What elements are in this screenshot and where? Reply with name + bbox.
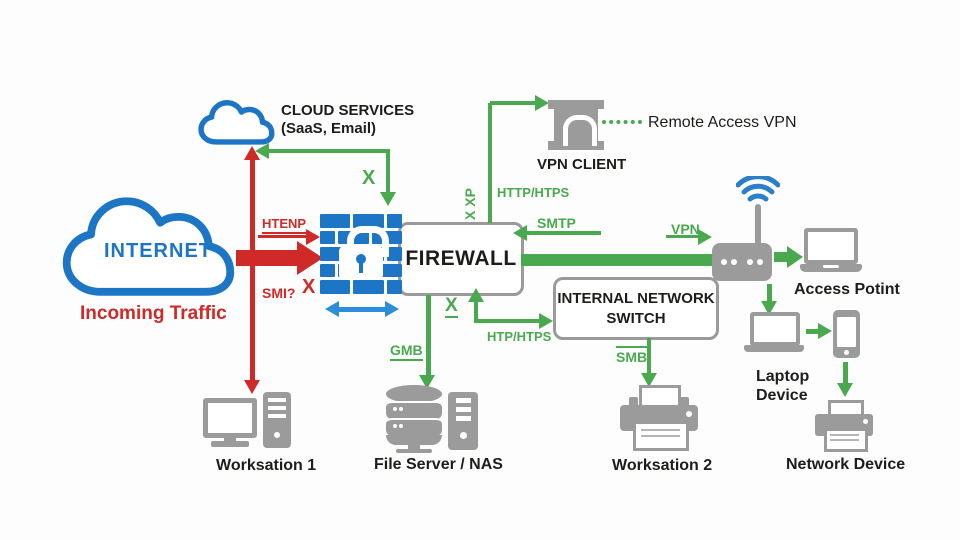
lock-icon: [338, 224, 389, 286]
router-down-line: [767, 284, 772, 302]
incoming-traffic-arrowhead: [297, 241, 323, 275]
cloud-services-icon: [198, 100, 275, 145]
incoming-traffic-label: Incoming Traffic: [80, 303, 227, 324]
router-down-arrowhead: [761, 301, 777, 315]
gmb-label: GMB: [390, 342, 423, 361]
laptop-phone-line: [806, 329, 819, 334]
firewall-switch-arrow-right: [539, 313, 553, 329]
firewall-label: FIREWALL: [405, 247, 517, 270]
incoming-traffic-arrow-shaft: [236, 250, 298, 266]
fileserver-vline: [426, 295, 431, 377]
workstation2-label: Worksation 2: [612, 457, 713, 474]
internet-label: INTERNET: [104, 240, 212, 262]
firewall-box: FIREWALL: [398, 222, 524, 296]
remote-access-vpn-label: Remote Access VPN: [648, 114, 797, 131]
vpn-line: [666, 235, 700, 238]
firewall-accesspoint-bar: [521, 254, 713, 266]
internet-cloud-icon: [62, 197, 235, 296]
vpn-client-icon: [548, 100, 604, 150]
stateful-inspection-arrow-shaft: [338, 307, 386, 312]
firewall-switch-hline: [474, 319, 540, 323]
internal-switch-box: INTERNAL NETWORK SWITCH: [553, 277, 719, 340]
network-device-label: Network Device: [786, 456, 906, 473]
red-arrow-down-to-workstation1: [244, 380, 260, 394]
router-icon: [712, 243, 772, 281]
workstation2-printer-icon: [620, 385, 698, 451]
laptop-device-label-2: Device: [756, 387, 808, 404]
saas-green-hline: [268, 149, 390, 153]
http-https-upper-label: HTTP/HTPS: [497, 185, 570, 200]
saas-arrowhead-left: [255, 143, 269, 159]
router-antenna: [755, 204, 761, 246]
firewall-switch-vline: [474, 300, 478, 323]
phone-down-line: [843, 362, 848, 384]
router-laptop-line: [774, 252, 788, 262]
file-server-label: File Server / NAS: [374, 456, 503, 473]
network-device-printer-icon: [815, 400, 873, 452]
blue-arrowhead-left: [325, 301, 339, 317]
cloud-services-title: CLOUD SERVICES: [281, 102, 415, 119]
smtp-line: [525, 231, 601, 235]
http-https-lower-label: HTP/HTPS: [487, 329, 552, 344]
saas-block-x: X: [362, 167, 376, 189]
http-blocked-arrowhead: [306, 229, 320, 245]
smartphone-icon: [833, 310, 860, 358]
vpn-client-arrowhead: [535, 95, 549, 111]
vpn-line-vertical-label: X XP: [462, 188, 478, 220]
file-server-icon: [386, 385, 480, 453]
vpn-client-label: VPN CLIENT: [537, 156, 627, 173]
smtp-allowed-label: SMTP: [537, 215, 576, 231]
smtp-blocked-label: SMI?: [262, 285, 296, 301]
red-vertical-line: [250, 158, 255, 382]
http-blocked-label: HTENP: [262, 216, 307, 234]
firewall-switch-arrow-up: [468, 288, 484, 302]
saas-arrowhead-down: [380, 192, 396, 206]
wifi-icon: [736, 176, 780, 202]
smtp-arrowhead: [513, 225, 527, 241]
switch-down-arrowhead: [641, 373, 657, 387]
vpn-arrowhead: [698, 229, 712, 245]
accesspoint-laptop-icon: [800, 228, 864, 274]
workstation1-icon: [203, 392, 293, 452]
vpn-label: VPN: [671, 221, 700, 237]
smb-label: SMB: [616, 346, 648, 365]
switch-down-line: [647, 338, 651, 374]
laptop-device-icon: [744, 312, 806, 354]
remote-access-dotted-line: [602, 120, 642, 124]
laptop-phone-arrowhead: [818, 323, 832, 339]
internal-switch-label-2: SWITCH: [606, 309, 666, 327]
phone-down-arrowhead: [837, 383, 853, 397]
switch-block-x: X: [445, 295, 458, 318]
blocked-x-mark: X: [302, 276, 316, 298]
internal-switch-label-1: INTERNAL NETWORK: [557, 290, 715, 307]
cloud-services-subtitle: (SaaS, Email): [281, 120, 377, 137]
http-blocked-line: [258, 235, 308, 238]
laptop-device-label-1: Laptop: [756, 368, 810, 385]
router-laptop-arrowhead: [787, 246, 803, 268]
workstation1-label: Worksation 1: [216, 457, 317, 474]
access-point-label: Access Potint: [794, 281, 900, 298]
vpn-client-hline: [490, 101, 536, 105]
saas-green-vline: [386, 151, 390, 193]
vpn-client-vline: [488, 103, 492, 223]
blue-arrowhead-right: [385, 301, 399, 317]
